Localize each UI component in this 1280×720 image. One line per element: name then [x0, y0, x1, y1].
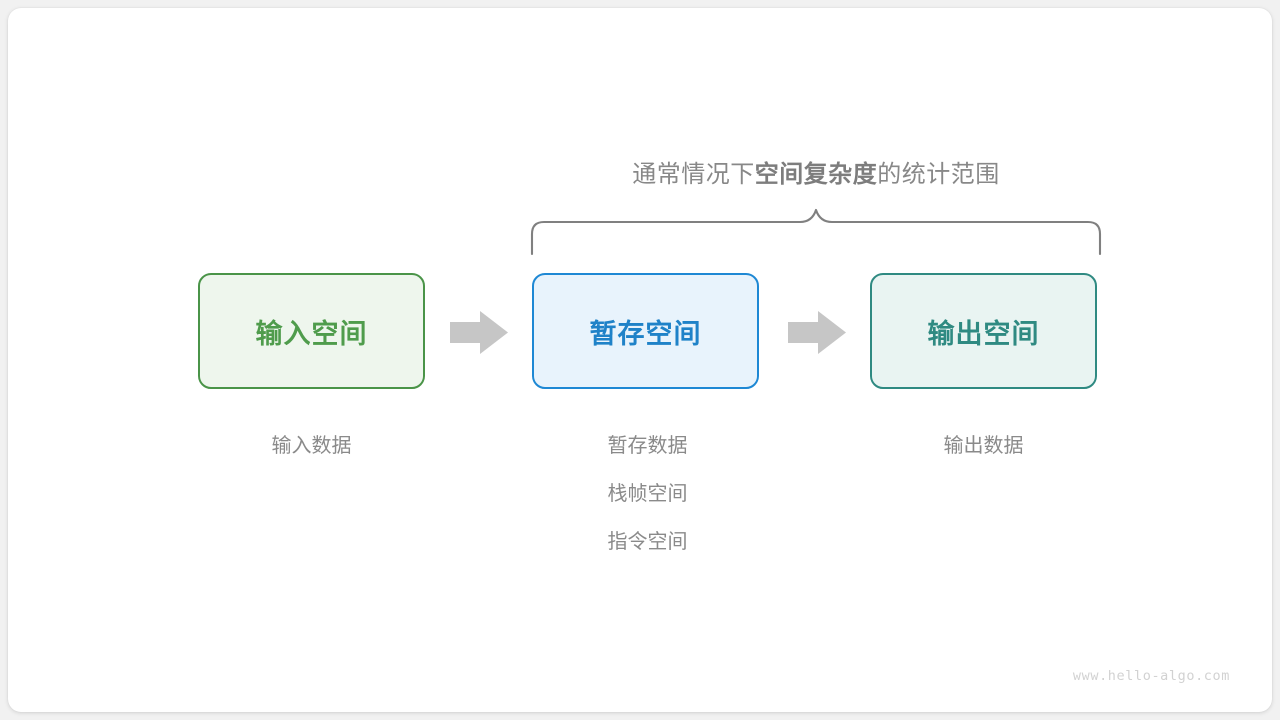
caption-item: 暂存数据 [607, 435, 688, 457]
scope-title-suffix: 的统计范围 [877, 161, 1000, 188]
box-input-space[interactable]: 输入空间 [198, 273, 425, 389]
caption-item: 指令空间 [607, 531, 688, 553]
caption-list-output: 输出数据 [870, 422, 1097, 470]
scope-title-emphasis: 空间复杂度 [754, 161, 878, 188]
caption-list-input: 输入数据 [198, 422, 425, 470]
box-output-space[interactable]: 输出空间 [870, 273, 1097, 389]
box-output-space-label: 输出空间 [927, 318, 1040, 349]
caption-list-temp: 暂存数据 栈帧空间 指令空间 [532, 422, 763, 566]
caption-item: 输入数据 [271, 435, 352, 457]
caption-item: 栈帧空间 [607, 483, 688, 505]
arrow-right-icon [450, 311, 508, 354]
scope-title: 通常情况下空间复杂度的统计范围 [8, 154, 1280, 189]
diagram-card: 通常情况下空间复杂度的统计范围 输入空间 暂存空间 输出空间 输入数据 [8, 8, 1272, 712]
scope-brace-icon [530, 208, 1102, 256]
arrow-right-icon [788, 311, 846, 354]
box-temp-space-label: 暂存空间 [589, 318, 702, 349]
caption-item: 输出数据 [943, 435, 1024, 457]
watermark: www.hello-algo.com [1072, 668, 1230, 684]
box-temp-space[interactable]: 暂存空间 [532, 273, 759, 389]
scope-title-prefix: 通常情况下 [632, 161, 755, 188]
box-input-space-label: 输入空间 [255, 318, 368, 349]
